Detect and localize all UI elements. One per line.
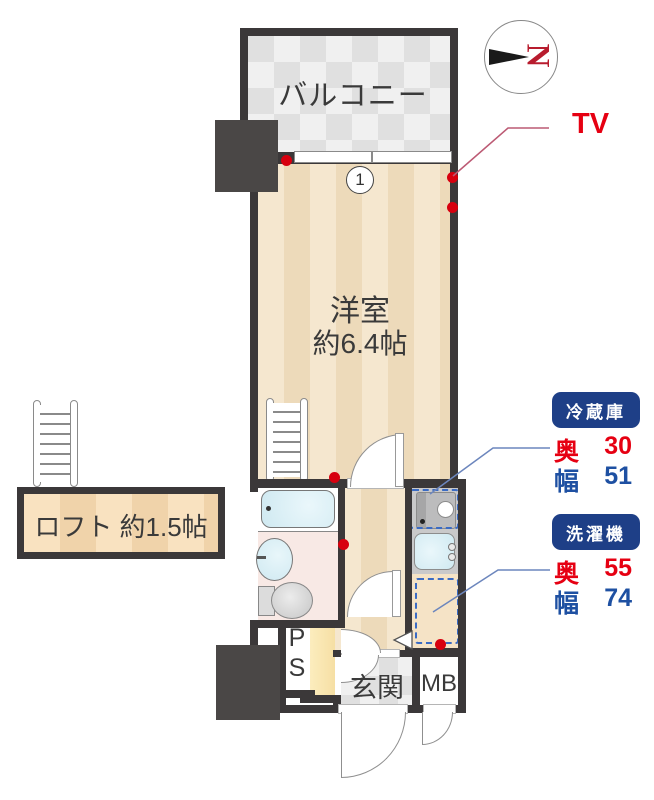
fridge-tag: 冷蔵庫 [552,392,640,428]
wall-bath-bottom [250,620,345,628]
room-ladder-icon [266,398,308,482]
bathroom-sink [256,538,293,581]
front-door-swing [341,712,406,778]
washer-width-label: 幅 [554,590,580,618]
room-size-label: 約6.4帖 [312,328,408,359]
kitchen-sink [414,533,455,570]
pillar-top [215,120,278,192]
wall-balcony-left [240,28,248,122]
fridge-width-value: 51 [604,462,632,490]
hallway-floor [335,487,405,650]
wall-room-right [450,164,458,485]
balcony-window [294,151,452,163]
fridge-tag-title: 冷蔵庫 [566,402,626,422]
stove-burner-icon [437,501,454,518]
bathtub-drain [266,506,271,511]
shoe-cabinet [310,628,335,695]
pipe-space-label-s: S [288,654,306,682]
pipe-space-label-p: P [288,624,306,652]
bathtub [261,490,335,528]
window-number-marker: 1 [346,166,374,194]
outlet-marker-doorway [329,472,340,483]
wall-entrance-left [333,695,341,713]
washer-tag-title: 洗濯機 [566,524,626,544]
room-label: 洋室 [330,295,390,328]
wall-mb-left [412,655,420,713]
kitchen-faucet [448,543,456,551]
wall-under-cabinet [300,695,341,703]
compass-icon: N [484,20,558,94]
washer-depth-value: 55 [604,554,632,582]
wall-bath-right [338,487,345,620]
outlet-marker-washer [435,639,446,650]
loft-ladder-icon [33,400,78,487]
wall-washer-bottom [405,648,466,657]
washer-depth-label: 奥 [554,560,580,588]
washer-width-value: 74 [604,584,632,612]
meter-box-label: MB [421,670,457,697]
fridge-depth-row: 奥 30 [554,432,632,468]
stove-knob [420,519,425,524]
fridge-depth-value: 30 [604,432,632,460]
washer-space-outline [415,578,459,644]
wall-left-stub [250,628,258,650]
compass-north-letter: N [519,43,556,68]
outlet-marker-bathwall [338,539,349,550]
balcony-label: バルコニー [278,80,428,112]
bathroom-door-leaf [392,570,401,617]
wall-kitchen-right [458,485,466,713]
washer-width-row: 幅 74 [554,584,632,620]
window-divider [371,152,373,162]
washer-depth-row: 奥 55 [554,554,632,590]
mb-door-swing [422,712,453,745]
loft-area [17,487,225,559]
toilet-bowl [271,582,313,619]
window-number: 1 [355,170,365,189]
pillar-bottom [216,645,280,720]
wall-kitchen-left [405,486,412,650]
washer-tag: 洗濯機 [552,514,640,550]
compass-arrow [489,49,529,65]
sink-faucet [257,556,266,559]
fridge-width-row: 幅 51 [554,462,632,498]
balcony-floor [248,36,450,152]
room-door-leaf [395,433,404,487]
wall-balcony-top [240,28,458,36]
entrance-label: 玄関 [350,673,404,703]
tv-outlet-marker [447,172,458,183]
outlet-marker-window [281,155,292,166]
wall-room-left [250,164,258,492]
loft-label: ロフト 約1.5帖 [34,512,208,542]
fridge-depth-label: 奥 [554,438,580,466]
outlet-marker-right [447,202,458,213]
wall-ps-bottom [278,690,315,698]
tv-label: TV [572,108,610,140]
wall-balcony-right [450,28,458,164]
wall-ps-left [278,620,286,705]
kitchen-faucet2 [448,553,456,561]
fridge-space-outline [410,489,459,529]
fridge-width-label: 幅 [554,468,580,496]
